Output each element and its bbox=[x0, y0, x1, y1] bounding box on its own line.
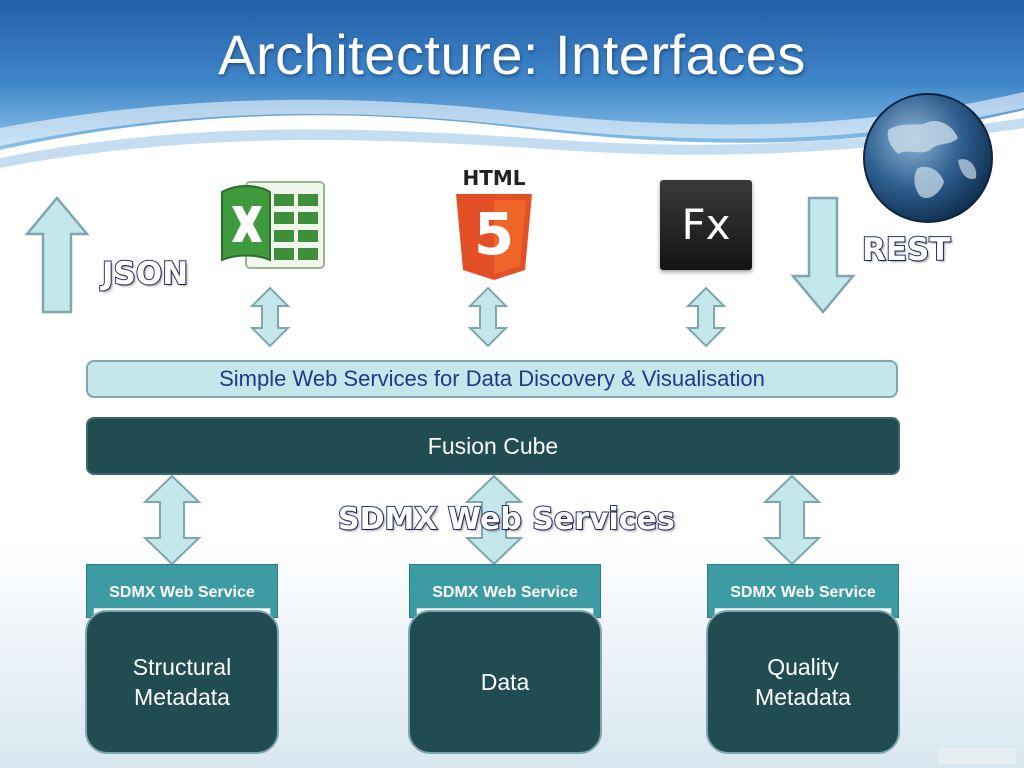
html5-icon-number: 5 bbox=[473, 200, 515, 268]
excel-icon bbox=[221, 181, 325, 269]
flex-icon: Fx bbox=[660, 180, 752, 270]
simple-web-services-bar: Simple Web Services for Data Discovery &… bbox=[86, 360, 898, 398]
up-arrow-icon bbox=[24, 196, 90, 314]
quality-metadata-store: Quality Metadata bbox=[706, 610, 900, 754]
double-arrow-icon bbox=[762, 474, 822, 566]
store-label-line: Data bbox=[480, 669, 530, 695]
store-label-line: Metadata bbox=[134, 684, 230, 710]
double-arrow-icon bbox=[249, 286, 291, 348]
store-label-line: Quality bbox=[767, 654, 839, 680]
html5-icon: HTML 5 bbox=[454, 166, 534, 282]
fusion-cube-bar: Fusion Cube bbox=[86, 417, 900, 475]
rest-label: REST bbox=[861, 231, 952, 269]
globe-icon bbox=[863, 93, 993, 223]
footer-strip bbox=[938, 748, 1016, 764]
structural-metadata-store: Structural Metadata bbox=[85, 610, 279, 754]
data-store: Data bbox=[408, 610, 602, 754]
json-label: JSON bbox=[101, 255, 189, 293]
double-arrow-icon bbox=[685, 286, 727, 348]
store-label-line: Structural bbox=[132, 654, 232, 680]
down-arrow-icon bbox=[790, 196, 856, 314]
store-label-line: Metadata bbox=[755, 684, 851, 710]
html5-icon-text: HTML bbox=[462, 166, 526, 190]
sdmx-web-services-label: SDMX Web Services bbox=[337, 501, 676, 538]
double-arrow-icon bbox=[142, 474, 202, 566]
double-arrow-icon bbox=[467, 286, 509, 348]
slide-title: Architecture: Interfaces bbox=[218, 23, 806, 86]
